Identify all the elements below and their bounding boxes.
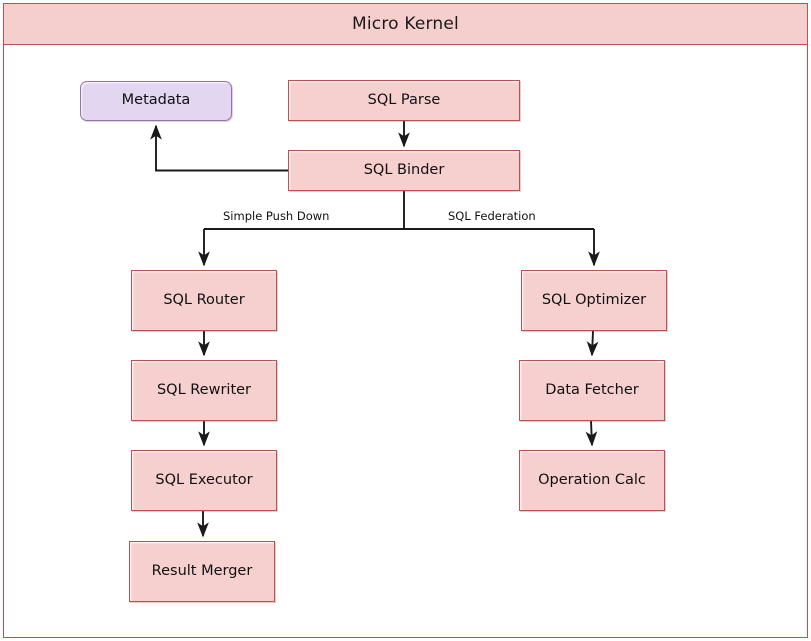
edge-label-sql-federation: SQL Federation [448, 209, 536, 223]
node-data-fetcher[interactable]: Data Fetcher [519, 360, 665, 421]
node-sql-executor[interactable]: SQL Executor [131, 450, 277, 511]
node-sql-parse[interactable]: SQL Parse [288, 80, 520, 121]
node-sql-optimizer-label: SQL Optimizer [541, 291, 647, 308]
node-operation-calc-label: Operation Calc [538, 471, 646, 488]
node-metadata-label: Metadata [121, 92, 191, 109]
node-sql-router-label: SQL Router [163, 291, 245, 308]
node-result-merger-label: Result Merger [151, 562, 253, 579]
node-sql-rewriter[interactable]: SQL Rewriter [131, 360, 277, 421]
node-sql-binder[interactable]: SQL Binder [288, 150, 520, 191]
node-result-merger[interactable]: Result Merger [129, 541, 275, 602]
diagram-title: Micro Kernel [4, 4, 807, 45]
node-sql-rewriter-label: SQL Rewriter [156, 381, 252, 398]
node-sql-binder-label: SQL Binder [363, 161, 445, 178]
node-sql-optimizer[interactable]: SQL Optimizer [521, 270, 667, 331]
node-data-fetcher-label: Data Fetcher [545, 381, 639, 398]
node-metadata[interactable]: Metadata [80, 81, 232, 121]
node-operation-calc[interactable]: Operation Calc [519, 450, 665, 511]
node-sql-router[interactable]: SQL Router [131, 270, 277, 331]
node-sql-parse-label: SQL Parse [367, 91, 441, 108]
edge-label-simple-push-down: Simple Push Down [223, 209, 330, 223]
node-sql-executor-label: SQL Executor [155, 471, 253, 488]
